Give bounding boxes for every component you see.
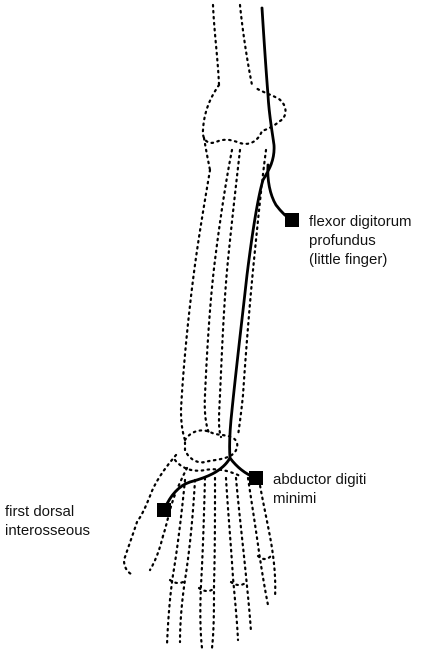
humerus-outline [213,5,219,85]
ring-finger-outline [226,478,238,640]
label-fdp-line-3: (little finger) [309,250,412,269]
label-adm-line-1: abductor digiti [273,470,366,489]
label-fdp-line-1: flexor digitorum [309,212,412,231]
radius-outline [181,170,210,440]
label-fdi-line-1: first dorsal [5,502,90,521]
marker-abductor-digiti-minimi [249,471,263,485]
ulnar-nerve-branch-fdi [164,458,230,510]
label-first-dorsal-interosseous: first dorsal interosseous [5,502,90,540]
little-finger-outline [248,478,268,605]
marker-flexor-digitorum-profundus [285,213,299,227]
arm-bone-outline [124,5,286,648]
label-abductor-digiti-minimi: abductor digiti minimi [273,470,366,508]
ulnar-nerve-branch-fdp [268,165,292,220]
ulnar-nerve-main-trunk [230,8,275,458]
label-flexor-digitorum-profundus: flexor digitorum profundus (little finge… [309,212,412,269]
middle-finger-outline [200,478,205,648]
marker-first-dorsal-interosseous [157,503,171,517]
ulna-outline [219,150,240,437]
label-fdi-line-2: interosseous [5,521,90,540]
label-adm-line-2: minimi [273,489,366,508]
label-fdp-line-2: profundus [309,231,412,250]
